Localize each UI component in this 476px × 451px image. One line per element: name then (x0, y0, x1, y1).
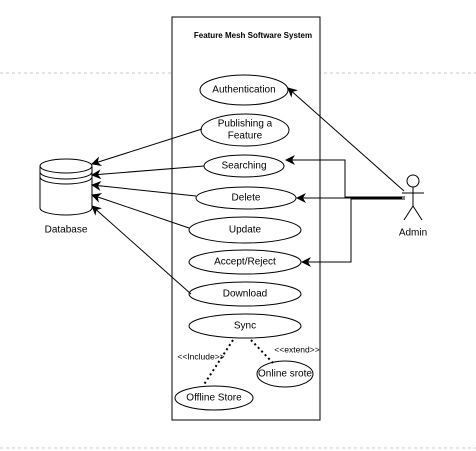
use-case-searching[interactable]: Searching (203, 154, 285, 178)
offline-store-label: Offline Store (186, 393, 242, 404)
publishing-label-line2: Feature (228, 131, 263, 142)
admin-actor[interactable] (402, 174, 424, 221)
system-title: Feature Mesh Software System (194, 31, 312, 40)
use-case-download[interactable]: Download (188, 281, 302, 307)
database-actor[interactable] (39, 158, 93, 216)
include-label: <<Include>> (177, 351, 224, 361)
extend-label: <<extend>> (274, 344, 319, 354)
assoc-admin-searching[interactable] (285, 155, 405, 198)
online-store-label: Online srote (258, 369, 312, 380)
use-case-sync[interactable]: Sync (188, 313, 302, 339)
admin-left-leg-icon (403, 205, 414, 221)
assoc-publishing-database[interactable] (91, 128, 203, 167)
use-case-online-store[interactable]: Online srote (256, 360, 314, 388)
assoc-download-database[interactable] (91, 205, 192, 295)
download-label: Download (223, 289, 267, 300)
use-case-publishing-feature[interactable]: Publishing a Feature (200, 113, 290, 147)
database-label: Database (45, 225, 88, 236)
sync-label: Sync (234, 321, 256, 332)
assoc-delete-database[interactable] (91, 180, 197, 197)
authentication-label: Authentication (212, 85, 275, 96)
assoc-admin-authentication[interactable] (287, 87, 405, 192)
database-ring-2-icon (39, 176, 93, 185)
use-case-update[interactable]: Update (188, 216, 302, 244)
extend-relation-line[interactable] (250, 339, 274, 364)
use-case-offline-store[interactable]: Offline Store (174, 385, 254, 411)
include-relation-line[interactable] (202, 339, 234, 387)
assoc-update-database[interactable] (91, 193, 190, 229)
use-case-accept-reject[interactable]: Accept/Reject (188, 249, 302, 275)
admin-right-leg-icon (412, 205, 423, 221)
delete-label: Delete (232, 193, 261, 204)
publishing-label-line1: Publishing a (218, 119, 273, 130)
accept-reject-label: Accept/Reject (214, 257, 276, 268)
admin-head-icon (406, 174, 420, 188)
admin-label: Admin (399, 228, 427, 239)
assoc-searching-database[interactable] (91, 165, 205, 180)
searching-label: Searching (221, 161, 266, 172)
use-case-delete[interactable]: Delete (195, 186, 297, 210)
use-case-authentication[interactable]: Authentication (199, 74, 289, 106)
database-ring-1-icon (39, 171, 93, 180)
database-cylinder-top-icon (39, 158, 93, 174)
assoc-admin-accept-reject[interactable] (301, 198, 405, 267)
update-label: Update (229, 225, 262, 236)
